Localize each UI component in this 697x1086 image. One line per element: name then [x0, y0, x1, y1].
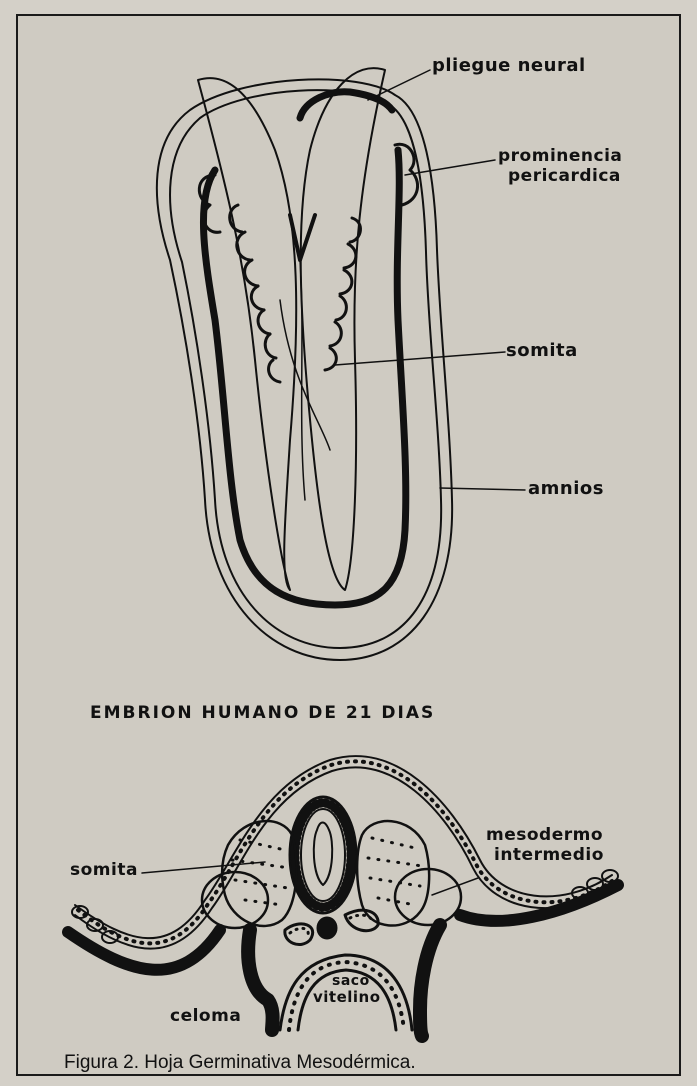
label-pliegue-neural: pliegue neural — [432, 55, 586, 76]
figure-title: EMBRION HUMANO DE 21 DIAS — [90, 703, 435, 723]
label-vitelino: vitelino — [313, 988, 381, 1006]
neural-tube — [290, 797, 356, 913]
leader-somita-bottom — [142, 862, 265, 873]
label-saco: saco — [332, 973, 370, 989]
figure-caption: Figura 2. Hoja Germinativa Mesodérmica. — [64, 1052, 416, 1074]
notochord — [317, 917, 337, 939]
label-prominencia-2: pericardica — [508, 166, 621, 186]
label-somita-top: somita — [506, 340, 578, 361]
leader-pliegue-neural — [368, 70, 430, 100]
label-amnios: amnios — [528, 478, 604, 499]
leader-amnios — [440, 488, 525, 490]
lateral-plate-right — [460, 885, 618, 921]
label-prominencia-1: prominencia — [498, 146, 622, 166]
neural-fold-left — [198, 78, 296, 590]
lateral-plate-left-down — [248, 930, 272, 1030]
label-mesodermo-1: mesodermo — [486, 825, 603, 845]
leader-somita-top — [335, 352, 505, 365]
embryo-outline — [203, 150, 405, 605]
lateral-plate-right-down — [420, 925, 440, 1036]
lateral-plate-left — [68, 930, 220, 970]
yolk-sac — [280, 910, 412, 1030]
neural-fold-right — [301, 68, 385, 590]
label-somita-bottom: somita — [70, 860, 138, 880]
label-mesodermo-2: intermedio — [494, 845, 604, 865]
label-celoma: celoma — [170, 1006, 241, 1026]
